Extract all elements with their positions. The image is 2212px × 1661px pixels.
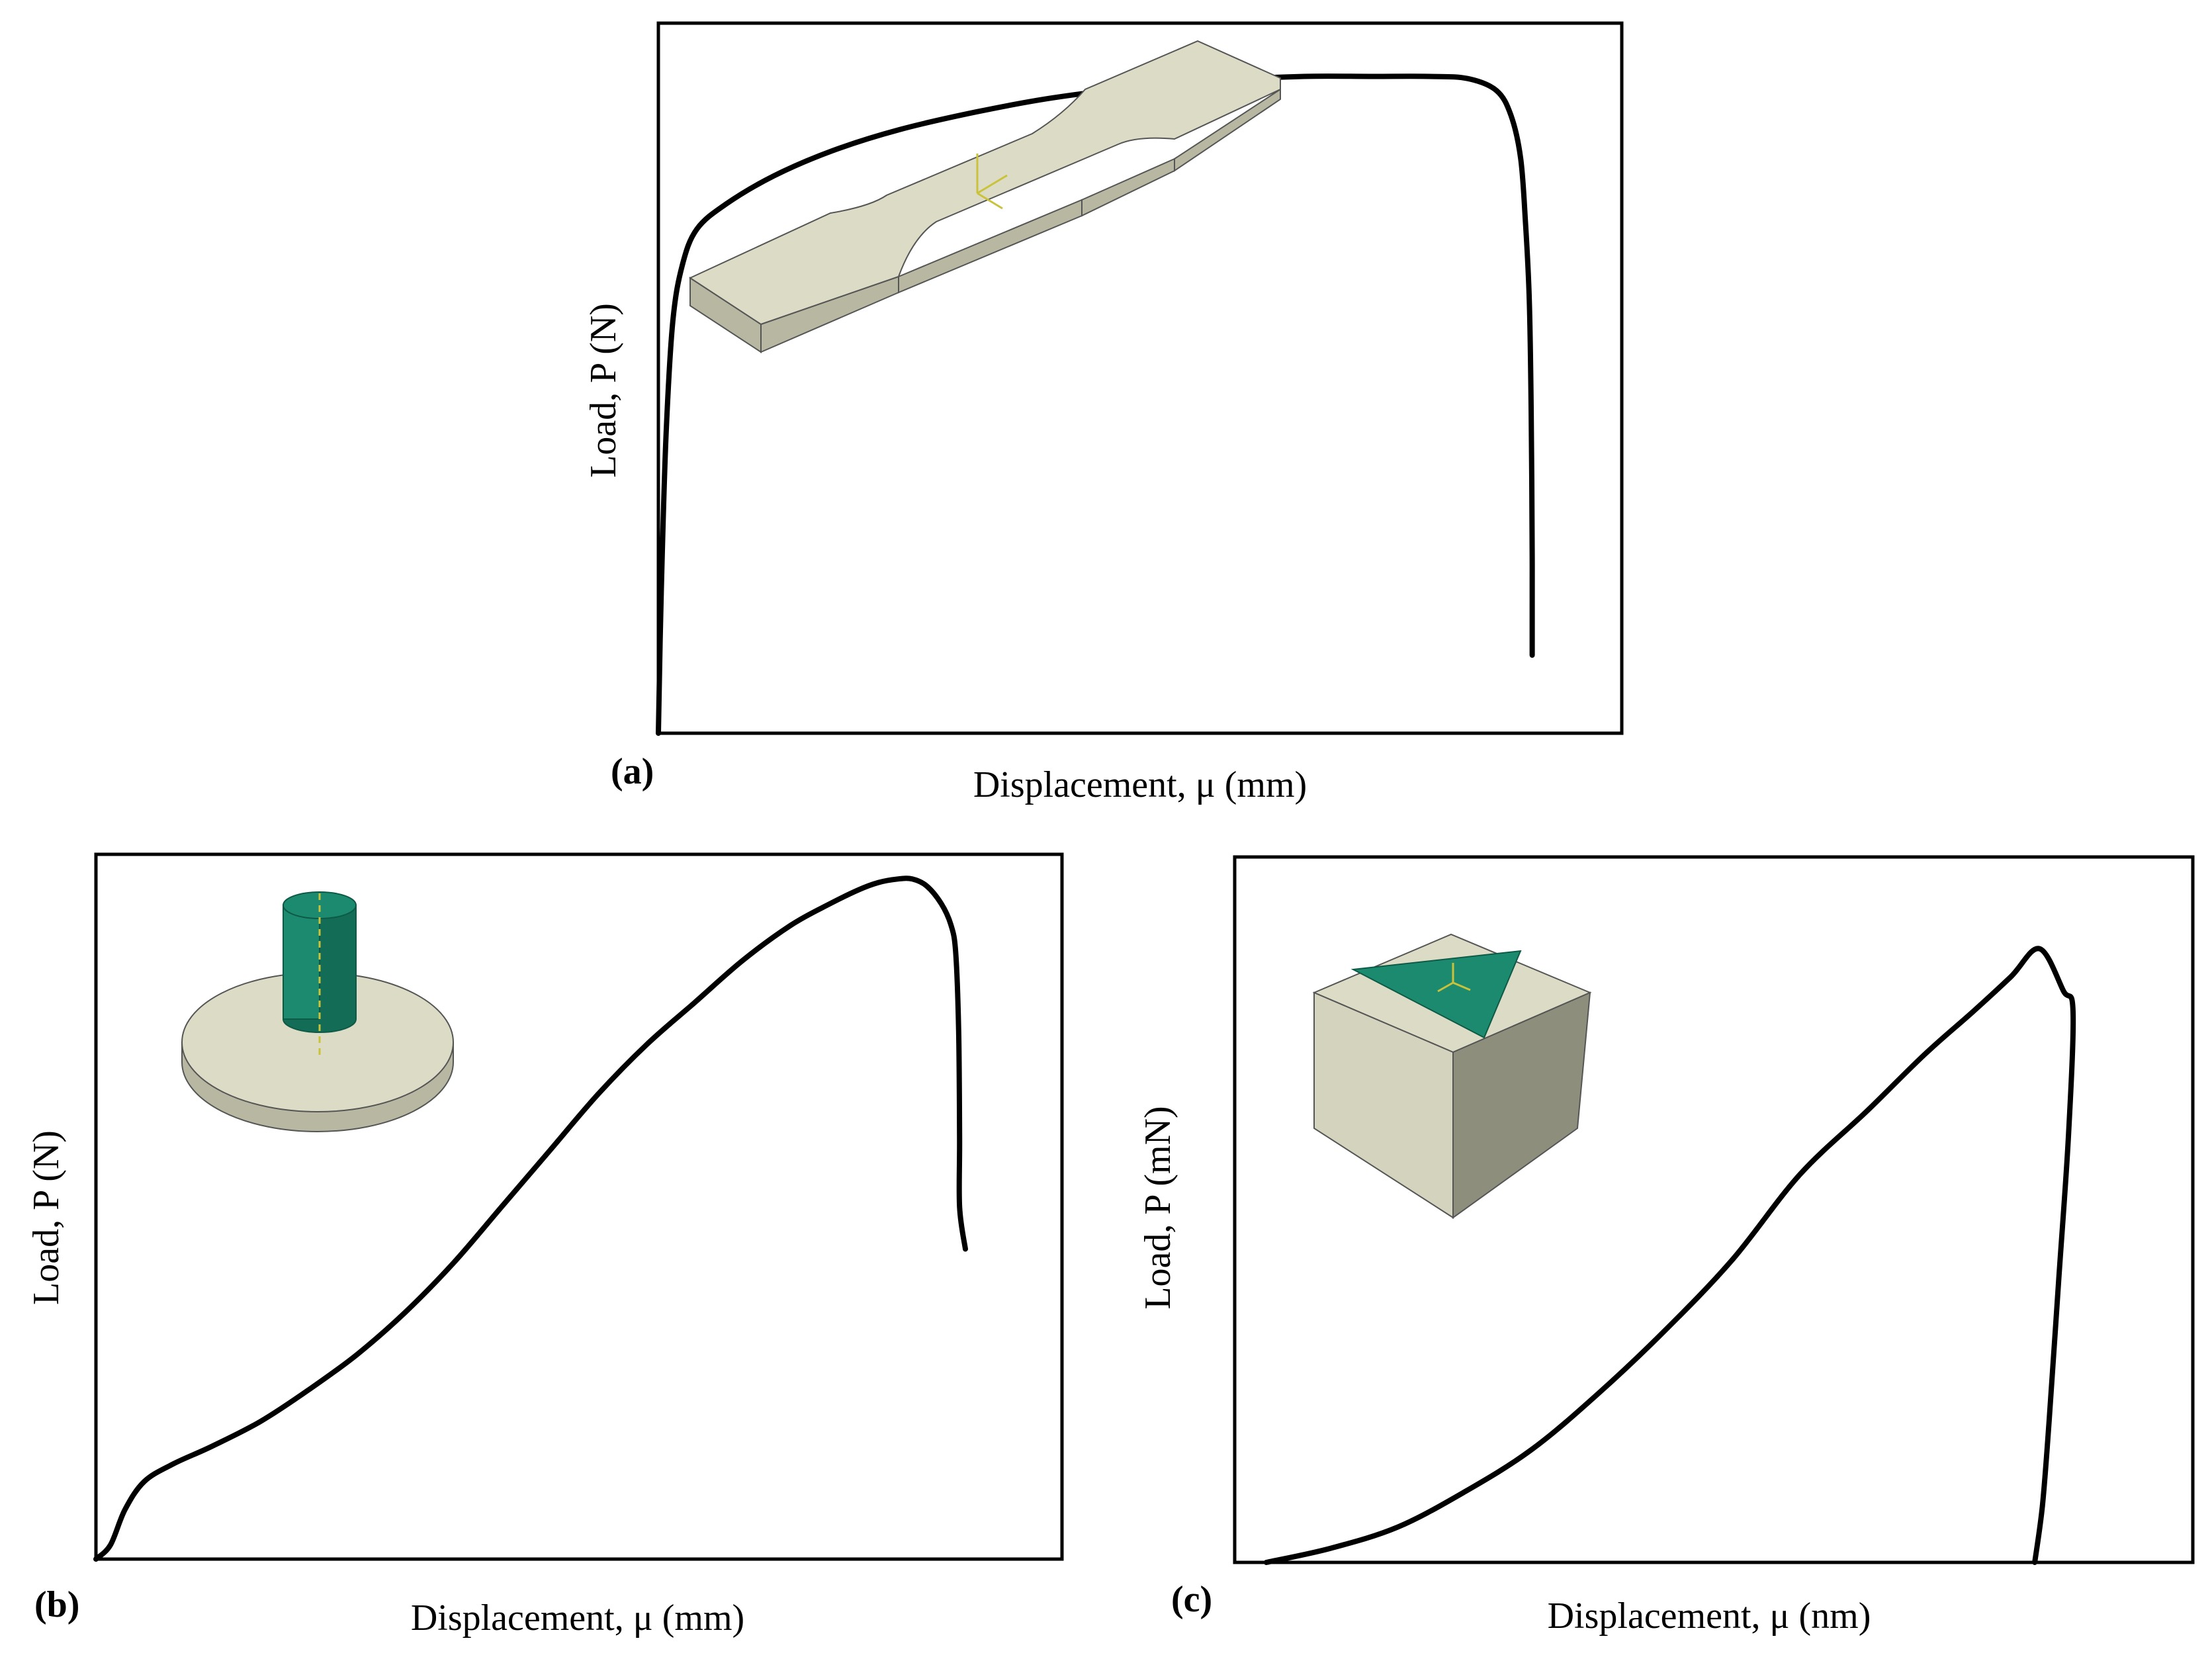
indenter-on-cube-specimen-icon — [1312, 933, 1592, 1219]
series-line-c — [1263, 946, 2076, 1565]
plot-frame-b — [94, 852, 1064, 1561]
panel-b: (b) Displacement, μ (mm) Load, P (N) — [26, 852, 1064, 1639]
series-line-b — [93, 875, 968, 1562]
plot-frame-c — [1233, 855, 2195, 1564]
panel-label-b: (b) — [34, 1584, 79, 1625]
panel-c: (c) Displacement, μ (nm) Load, P (mN) — [1137, 855, 2195, 1637]
dogbone-tensile-specimen-icon — [688, 40, 1281, 353]
x-axis-label-a: Displacement, μ (mm) — [973, 764, 1307, 805]
x-axis-label-b: Displacement, μ (mm) — [411, 1597, 744, 1639]
series-line-a — [656, 73, 1535, 736]
y-axis-label-b: Load, P (N) — [26, 1130, 67, 1305]
plot-frame-a — [656, 21, 1624, 735]
panel-label-a: (a) — [611, 751, 654, 792]
y-axis-label-c: Load, P (mN) — [1137, 1106, 1178, 1309]
panel-a: (a) Displacement, μ (mm) Load, P (N) — [583, 21, 1624, 805]
panel-label-c: (c) — [1171, 1579, 1212, 1620]
y-axis-label-a: Load, P (N) — [583, 303, 624, 478]
x-axis-label-c: Displacement, μ (nm) — [1548, 1595, 1871, 1637]
punch-on-disc-specimen-icon — [181, 891, 454, 1132]
